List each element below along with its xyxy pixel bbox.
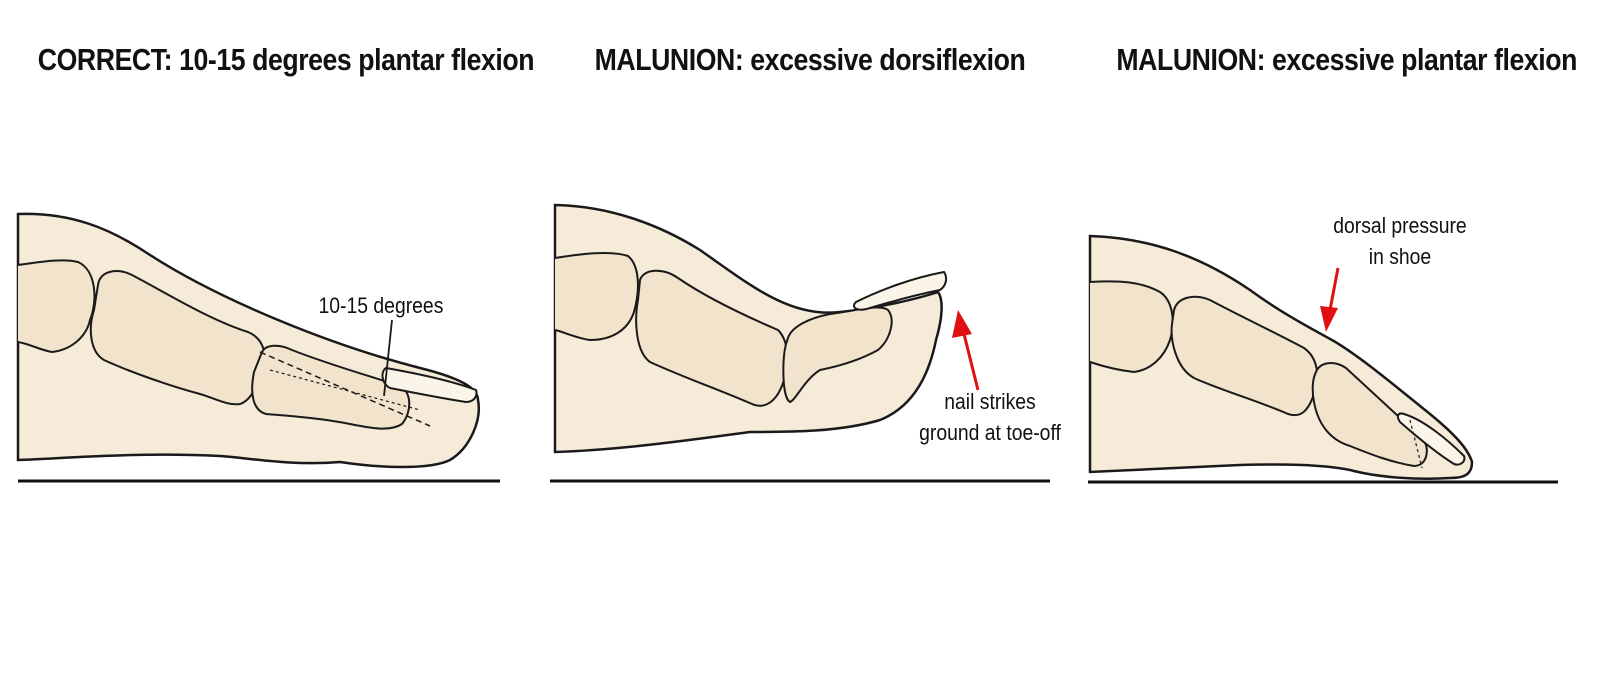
metatarsal-bone [1089, 280, 1174, 374]
panel-correct: CORRECT: 10-15 degrees plantar flexion 1… [0, 0, 540, 683]
nail-strike-line1: nail strikes [944, 389, 1036, 414]
distal-phalanx [1311, 362, 1428, 468]
dorsal-pressure-arrow [1328, 267, 1340, 311]
angle-annotation: 10-15 degrees [318, 293, 444, 318]
nail-strike-arrow [962, 333, 980, 391]
annotation-leader [383, 319, 393, 397]
panel-plantar-flexion: MALUNION: excessive plantar flexion dors… [1080, 0, 1600, 683]
dorsal-pressure-line2: in shoe [1368, 244, 1432, 269]
nail-strike-line2: ground at toe-off [919, 420, 1061, 445]
distal-phalanx [782, 306, 893, 404]
dorsal-pressure-arrowhead [1320, 306, 1338, 332]
nail-strike-annotation: nail strikes ground at toe-off [902, 386, 1078, 448]
angle-line-reference [259, 351, 431, 427]
toenail [1396, 412, 1466, 466]
toe-diagram-correct [16, 212, 500, 483]
panel-dorsiflexion: MALUNION: excessive dorsiflexion nail st… [540, 0, 1080, 683]
panel-title-dorsiflexion: MALUNION: excessive dorsiflexion [594, 42, 1026, 77]
angle-line-flexion [269, 369, 421, 411]
dorsal-pressure-annotation: dorsal pressure in shoe [1312, 210, 1488, 272]
panel-title-plantar-flexion: MALUNION: excessive plantar flexion [1116, 42, 1577, 77]
metatarsal-bone [17, 259, 96, 354]
nail-strike-arrowhead [952, 310, 972, 338]
toe-diagram-dorsiflexion [550, 203, 1050, 483]
toe-diagram-plantar-flexion [1088, 234, 1558, 484]
metatarsal-bone [554, 251, 639, 342]
axis-line [1409, 419, 1423, 469]
dorsal-pressure-line1: dorsal pressure [1333, 213, 1467, 238]
panel-title-correct: CORRECT: 10-15 degrees plantar flexion [37, 42, 535, 77]
toenail [852, 270, 948, 311]
